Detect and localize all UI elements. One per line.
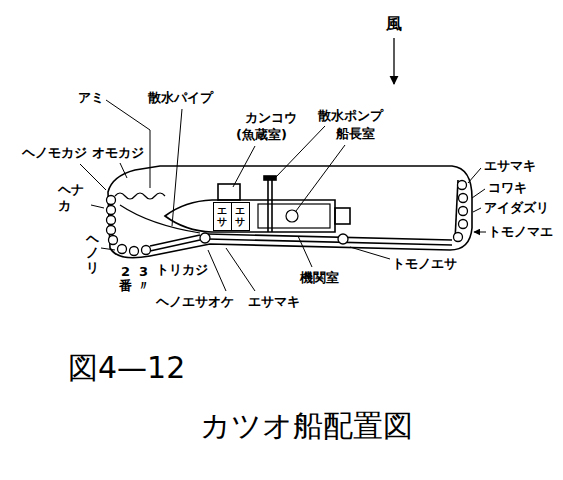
callout-number: 3〃 [137, 265, 150, 294]
box-text: エサ [235, 205, 245, 227]
part-label: (魚蔵室) [236, 127, 287, 143]
part-label: エサマキ [484, 158, 536, 174]
part-label: アミ [78, 90, 104, 106]
part-label: 散水パイプ [148, 90, 213, 106]
compartment [142, 246, 151, 255]
part-label: コワキ [488, 180, 527, 196]
leader-line [233, 146, 255, 187]
leader-line [91, 205, 104, 208]
part-label: トモノマエ [488, 224, 553, 240]
spray-pipe [120, 205, 200, 233]
leader-line [296, 145, 345, 211]
callout-number: 2番 [119, 265, 132, 294]
leader-arrow [474, 232, 486, 233]
leader-line [472, 189, 485, 198]
hull-outline [108, 166, 472, 258]
leader-line [298, 236, 312, 267]
bait-band [455, 180, 458, 240]
compartment [459, 207, 468, 216]
leader-line [473, 208, 481, 212]
pump-pipe [267, 180, 269, 232]
part-label: 機関室 [300, 270, 339, 286]
bait-band [150, 235, 200, 246]
part-label: オモカジ [92, 145, 144, 161]
compartment [107, 226, 116, 235]
leader-line [350, 247, 390, 259]
part-label: ヘノリ [86, 232, 99, 275]
compartment [107, 206, 116, 215]
net-wave [115, 193, 165, 199]
pump-cap [264, 176, 276, 180]
leader-line [468, 168, 481, 183]
compartment [130, 247, 139, 256]
leader-line [120, 163, 127, 178]
part-label: 散水ポンプ [318, 108, 383, 124]
part-label: トリカジ [156, 262, 208, 278]
part-label: エサマキ [248, 294, 300, 310]
leader-line [226, 248, 255, 291]
compartment [107, 196, 116, 205]
compartment [107, 216, 116, 225]
part-label: 船長室 [336, 126, 375, 142]
hatch [218, 184, 240, 200]
compartment [200, 233, 210, 243]
bait-band [150, 240, 200, 251]
wind-label: 風 [386, 14, 402, 33]
compartment [109, 236, 118, 245]
compartment [454, 233, 463, 242]
part-label: カンコウ [245, 110, 297, 126]
leader-line [106, 100, 150, 188]
wind-arrow [393, 38, 394, 84]
figure-caption: カツオ船配置図 [200, 408, 413, 444]
leader-line [172, 109, 182, 226]
hold-body [165, 200, 335, 232]
engine-symbol [286, 210, 298, 222]
part-label: ヘノモカジ [22, 145, 87, 161]
box-text: エサ [217, 205, 227, 227]
stern-box [335, 208, 350, 224]
leader-line [101, 248, 115, 250]
compartment [118, 245, 127, 254]
bait-box: エサ [231, 202, 250, 231]
bait-band [208, 239, 452, 245]
figure-number: 図4—12 [68, 350, 185, 386]
part-label: ヘナカ [58, 182, 88, 213]
compartment [458, 181, 467, 190]
compartment [459, 220, 468, 229]
part-label: アイダズリ [484, 200, 549, 216]
part-label: ヘノエサオケ [156, 294, 234, 310]
leader-line [208, 250, 226, 291]
bait-box: エサ [213, 202, 232, 231]
pump-pipe [271, 180, 273, 232]
part-label: トモノエサ [392, 256, 457, 272]
compartment [459, 194, 468, 203]
compartment [338, 234, 348, 244]
